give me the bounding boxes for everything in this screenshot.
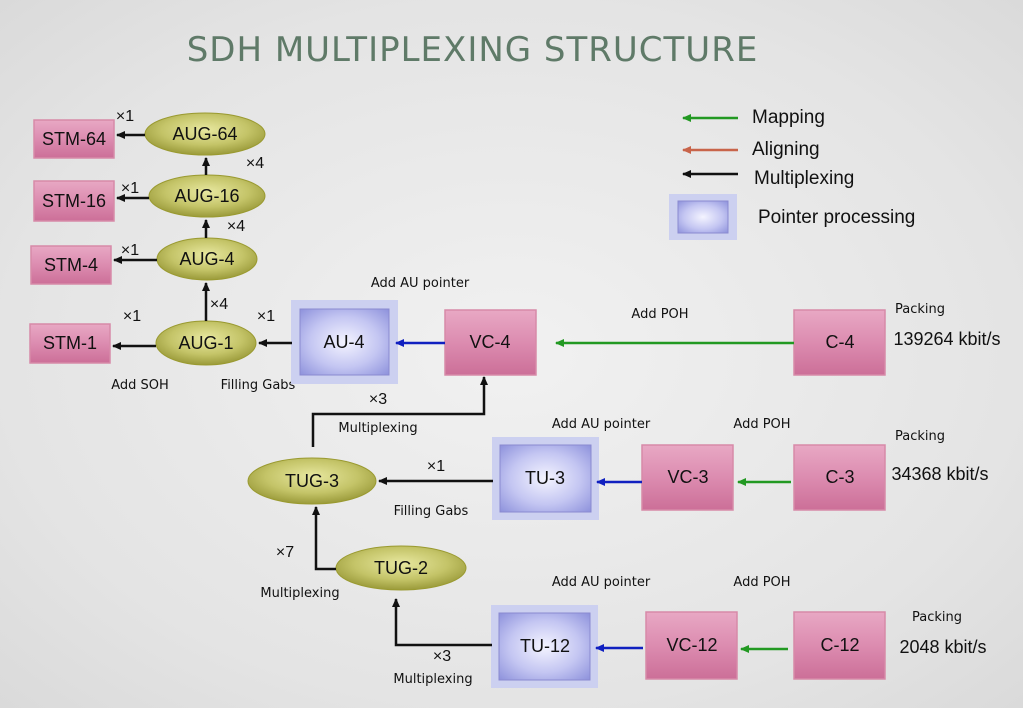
arrow-tug3-vc4 [311,376,488,447]
mult-tug3-vc4: ×3 [369,391,387,408]
label-multiplexing-3: Multiplexing [393,672,472,687]
arrow-tu12-tug2 [392,598,492,647]
stm-16-label: STM-16 [42,191,106,211]
vc-12-box [645,611,738,680]
mult-aug1: ×1 [257,308,275,325]
label-add-au-pointer-3: Add AU pointer [552,575,651,590]
c-4-label: C-4 [825,332,854,352]
arrow-tug2-tug3 [312,506,336,571]
legend-multiplexing: Multiplexing [754,168,854,189]
legend-aligning: Aligning [752,139,820,160]
pointer-processing-swatch [677,200,729,234]
tu-3-box [499,444,592,513]
stm-64-label: STM-64 [42,129,106,149]
aug-1-label: AUG-1 [178,333,233,353]
vc-3-box [641,444,734,511]
label-packing-3: Packing [912,610,962,625]
tu-12-label: TU-12 [520,636,570,656]
label-add-au-pointer-1: Add AU pointer [371,276,470,291]
legend-mapping: Mapping [752,107,825,128]
label-packing-1: Packing [895,302,945,317]
vc-12-label: VC-12 [666,635,717,655]
mult-stm4: ×1 [121,242,139,259]
au-4-label: AU-4 [323,332,364,352]
tug-2-label: TUG-2 [374,558,428,578]
au-4-box [299,308,390,376]
tug-3-label: TUG-3 [285,471,339,491]
stm-1-label: STM-1 [43,333,97,353]
label-add-poh-1: Add POH [631,307,688,322]
tug-3-oval [247,457,377,505]
legend: Mapping Aligning Multiplexing Pointer pr… [669,107,915,240]
c-3-box [793,444,886,511]
stm-1-box [29,323,111,364]
stm-16-box [33,180,115,222]
mult-tu3: ×1 [427,458,445,475]
mult-stm16: ×1 [121,180,139,197]
legend-pointer-processing: Pointer processing [758,207,915,228]
vc-3-label: VC-3 [667,467,708,487]
mult-tug2: ×7 [276,544,294,561]
aug-16-label: AUG-16 [174,186,239,206]
label-add-poh-3: Add POH [733,575,790,590]
label-multiplexing-1: Multiplexing [338,421,417,436]
label-add-au-pointer-2: Add AU pointer [552,417,651,432]
aug-64-label: AUG-64 [172,124,237,144]
mult-aug64: ×4 [246,155,264,172]
c-12-box [793,611,886,680]
mult-stm1: ×1 [123,308,141,325]
vc-4-box [444,309,537,376]
vc-4-label: VC-4 [469,332,510,352]
stm-4-box [30,245,112,285]
page-title: SDH MULTIPLEXING STRUCTURE [186,30,759,70]
tu-3-label: TU-3 [525,468,565,488]
label-packing-2: Packing [895,429,945,444]
stm-64-box [33,119,115,159]
rate-c3: 34368 kbit/s [891,464,988,484]
mult-tu12: ×3 [433,648,451,665]
tu-12-box [498,612,591,681]
c-12-label: C-12 [820,635,859,655]
label-multiplexing-2: Multiplexing [260,586,339,601]
mult-stm64: ×1 [116,108,134,125]
aug-4-label: AUG-4 [179,249,234,269]
label-add-soh: Add SOH [111,378,169,393]
mult-aug16: ×4 [227,218,245,235]
rate-c12: 2048 kbit/s [899,637,986,657]
label-add-poh-2: Add POH [733,417,790,432]
mult-aug4: ×4 [210,296,228,313]
stm-4-label: STM-4 [44,255,98,275]
rate-c4: 139264 kbit/s [893,329,1000,349]
c-3-label: C-3 [825,467,854,487]
label-filling-gabs-2: Filling Gabs [394,504,469,519]
c-4-box [793,309,886,376]
label-filling-gabs-1: Filling Gabs [221,378,296,393]
